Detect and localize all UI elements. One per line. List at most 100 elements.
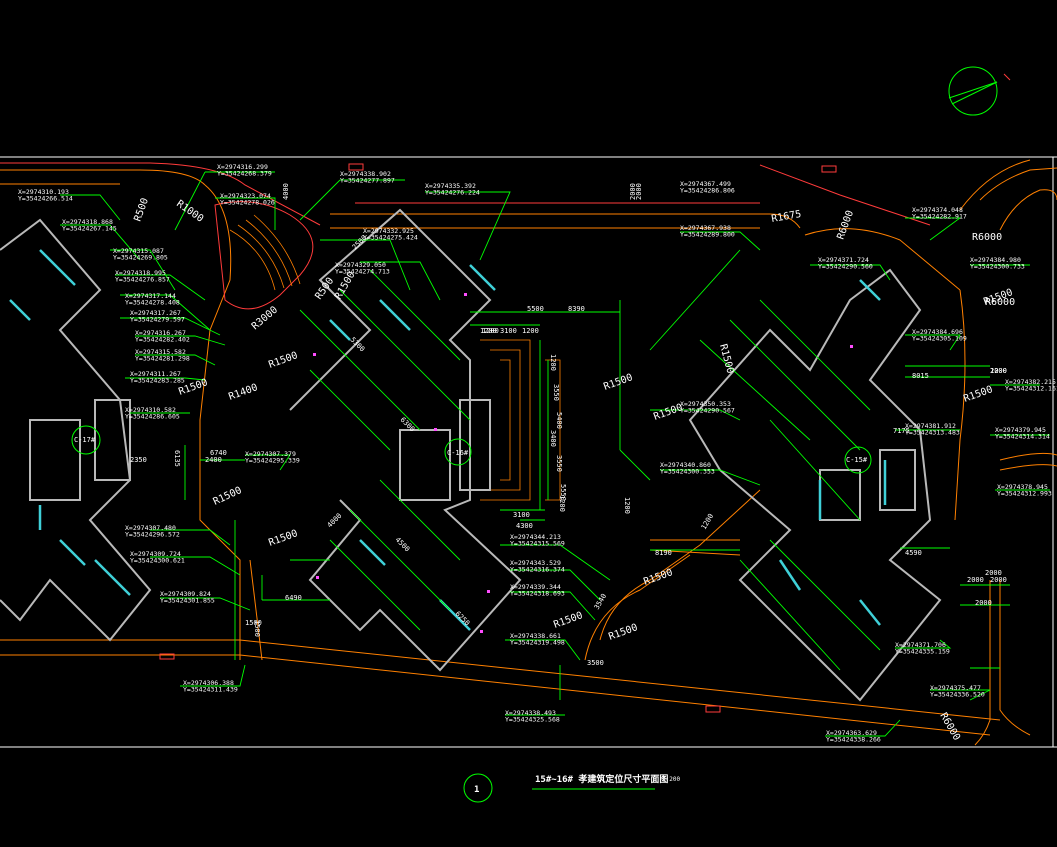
dimension-label: 3500 [587, 659, 604, 667]
coord-x-label: X=2974318.868 [62, 218, 113, 226]
dimension-label: 1200 [549, 354, 557, 371]
coord-y-label: Y=35424290.560 [818, 263, 873, 271]
coord-y-label: Y=35424319.498 [510, 639, 565, 647]
radius-label: R1500 [267, 350, 299, 371]
dimension-label: 1500 [245, 619, 262, 627]
dimension-label: 6250 [454, 610, 472, 628]
coord-y-label: Y=35424278.026 [220, 199, 275, 207]
coord-x-label: X=2974310.193 [18, 188, 69, 196]
building-c16[interactable] [289, 208, 522, 672]
dimension-label: 2000 [629, 183, 637, 200]
dimension-lines [60, 171, 1050, 737]
building-tag-c15: C-15# [844, 446, 872, 474]
dimension-label: 8190 [655, 549, 672, 557]
dimension-label: 2000 [990, 576, 1007, 584]
site-roads [0, 159, 1057, 746]
coord-y-label: Y=35424314.314 [995, 433, 1050, 441]
dimension-label: 2400 [205, 456, 222, 464]
dimension-label: 3550 [552, 384, 560, 401]
coord-y-label: Y=35424281.298 [135, 355, 190, 363]
drawing-title: 15#~16# 孝建筑定位尺寸平面图 [535, 773, 668, 785]
radius-label: R1500 [652, 402, 684, 423]
coord-x-label: X=2974310.582 [125, 406, 176, 414]
dimension-label: 3400 [549, 430, 557, 447]
dimension-label: 3100 [500, 327, 517, 335]
coord-y-label: Y=35424338.266 [826, 736, 881, 744]
building-tag-c15-label: C-15# [846, 456, 868, 464]
dimension-label: 2000 [635, 183, 643, 200]
coord-y-label: Y=35424300.353 [660, 468, 715, 476]
coord-x-label: X=2974382.215 [1005, 378, 1056, 386]
coord-x-label: X=2974318.995 [115, 269, 166, 277]
coord-x-label: X=2974381.912 [905, 422, 956, 430]
building-tag-c16-label: C-16# [447, 449, 469, 457]
dimension-label: 4300 [516, 522, 533, 530]
radius-label: R1675 [771, 209, 803, 225]
radius-label: R1500 [602, 372, 634, 393]
coord-y-label: Y=35424305.109 [912, 335, 967, 343]
coord-x-label: X=2974340.860 [660, 461, 711, 469]
coord-x-label: X=2974317.144 [125, 292, 176, 300]
building-c17[interactable] [0, 218, 152, 642]
title-block: 1 15#~16# 孝建筑定位尺寸平面图 1:200 [463, 773, 680, 803]
north-arrow-icon [948, 66, 1011, 116]
coord-y-label: Y=35424336.520 [930, 691, 985, 699]
coord-x-label: X=2974371.724 [818, 256, 869, 264]
dimension-label: 5550 [559, 484, 567, 501]
dimension-label: 4500 [394, 536, 412, 554]
coord-y-label: Y=35424313.483 [905, 429, 960, 437]
coord-y-label: Y=35424311.439 [183, 686, 238, 694]
coord-x-label: X=2974344.213 [510, 533, 561, 541]
dimension-label: 7175 [893, 427, 910, 435]
radius-label: R1500 [717, 343, 735, 375]
coord-x-label: X=2974338.902 [340, 170, 391, 178]
coord-x-label: X=2974339.344 [510, 583, 561, 591]
coord-y-label: Y=35424300.733 [970, 263, 1025, 271]
radius-label: R6000 [985, 297, 1015, 308]
coord-y-label: Y=35424269.805 [113, 254, 168, 262]
coord-y-label: Y=35424312.161 [1005, 385, 1057, 393]
dimension-label: 6490 [285, 594, 302, 602]
coord-x-label: X=2974323.074 [220, 192, 271, 200]
coord-x-label: X=2974375.477 [930, 684, 981, 692]
coord-x-label: X=2974378.945 [997, 483, 1048, 491]
dimension-label: 2000 [985, 569, 1002, 577]
coord-y-label: Y=35424279.597 [130, 316, 185, 324]
coord-y-label: Y=35424268.379 [217, 170, 272, 178]
coord-y-label: Y=35424276.857 [115, 276, 170, 284]
dimension-label: 6135 [173, 450, 181, 467]
coord-y-label: Y=35424274.713 [335, 268, 390, 276]
dimension-label: 8390 [568, 305, 585, 313]
radius-label: R500 [132, 197, 151, 223]
coord-x-label: X=2974307.480 [125, 524, 176, 532]
coord-x-label: X=2974338.661 [510, 632, 561, 640]
radius-label: R1500 [552, 610, 584, 631]
radius-label: R1500 [642, 567, 674, 588]
coord-y-label: Y=35424283.285 [130, 377, 185, 385]
dimension-label: 1200 [480, 327, 497, 335]
coord-x-label: X=2974332.925 [363, 227, 414, 235]
radius-label: R1400 [227, 382, 259, 403]
coord-x-label: X=2974363.629 [826, 729, 877, 737]
site-boundary [0, 162, 931, 713]
coord-y-label: Y=35424312.993 [997, 490, 1052, 498]
dimension-label: 8015 [912, 372, 929, 380]
drawing-scale: 1:200 [662, 776, 680, 783]
view-number-circle [463, 773, 493, 803]
building-tag-c17: C-17# [71, 425, 101, 455]
coord-x-label: X=2974335.392 [425, 182, 476, 190]
dimension-label: 2000 [967, 576, 984, 584]
coord-x-label: X=2974315.087 [113, 247, 164, 255]
dimension-label: 5500 [527, 305, 544, 313]
landscape-paths [229, 214, 561, 501]
radius-label: R1500 [267, 528, 299, 549]
coord-y-label: Y=35424335.159 [895, 648, 950, 656]
coord-y-label: Y=35424316.374 [510, 566, 565, 574]
dimension-label: 6740 [210, 449, 227, 457]
dimension-label: 2000 [975, 599, 992, 607]
coord-y-label: Y=35424267.145 [62, 225, 117, 233]
building-c15[interactable] [688, 268, 942, 702]
